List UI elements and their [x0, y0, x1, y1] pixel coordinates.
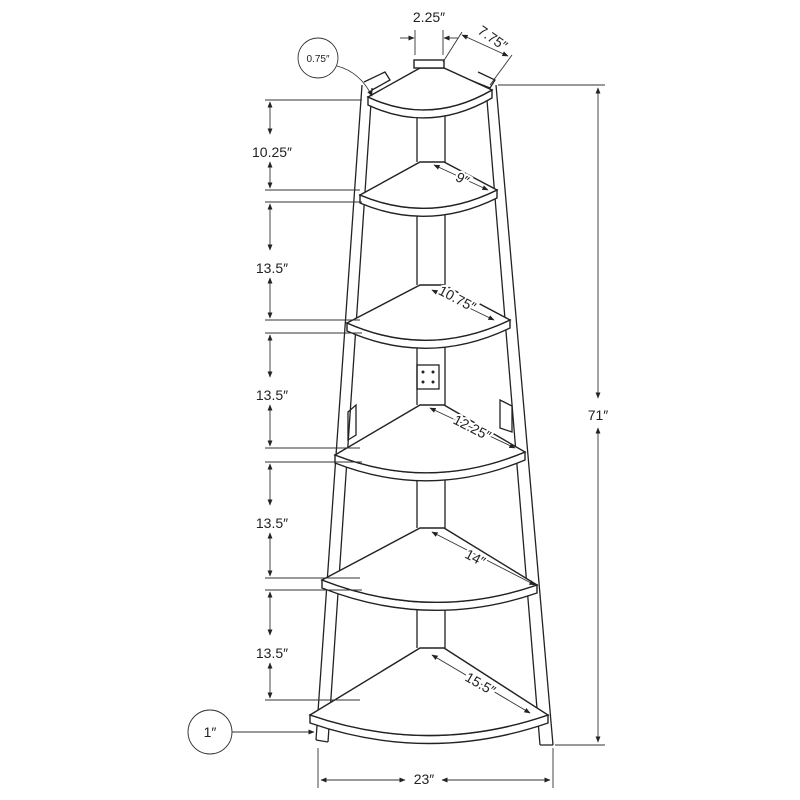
- shelves: [308, 59, 550, 745]
- left-leg: [315, 84, 373, 743]
- dimension-label-gap_1: 10.25″: [252, 144, 292, 160]
- extension-line: [489, 54, 513, 86]
- dimension-label-total-height: 71″: [588, 407, 609, 423]
- dimension-arrow: [433, 164, 489, 191]
- dimension-arrow: [461, 34, 509, 57]
- dimension-label-gap_4: 13.5″: [256, 515, 288, 531]
- callout-circle: [297, 37, 339, 79]
- extension-line: [442, 31, 463, 63]
- dimension-label-gap_2: 13.5″: [256, 260, 288, 276]
- dimension-label-gap_3: 13.5″: [256, 387, 288, 403]
- dimension-label-leg-thickness: 1″: [204, 724, 217, 740]
- shelf-1: [366, 67, 494, 119]
- dimension-arrow: [431, 531, 536, 586]
- dimension-arrow: [431, 289, 495, 321]
- post-segment: [416, 480, 446, 528]
- post-segment: [416, 212, 446, 285]
- dimension-label-top-post-width: 2.25″: [413, 9, 445, 25]
- dimension-arrow: [431, 654, 531, 714]
- post-segment: [416, 610, 446, 648]
- dimension-arrow: [429, 407, 516, 449]
- post-segment: [416, 347, 446, 405]
- shelf-6: [308, 647, 550, 745]
- dimension-label-total-width: 23″: [414, 771, 435, 787]
- post-segment: [416, 114, 446, 162]
- dimension-label-shelf-thickness: 0.75″: [306, 54, 329, 65]
- shelf-3: [345, 284, 512, 349]
- right-leg: [485, 84, 554, 746]
- shelf-2: [358, 161, 499, 218]
- top-post-cap: [413, 59, 445, 69]
- shelf-4: [333, 404, 527, 482]
- dimension-label-gap_5: 13.5″: [256, 645, 288, 661]
